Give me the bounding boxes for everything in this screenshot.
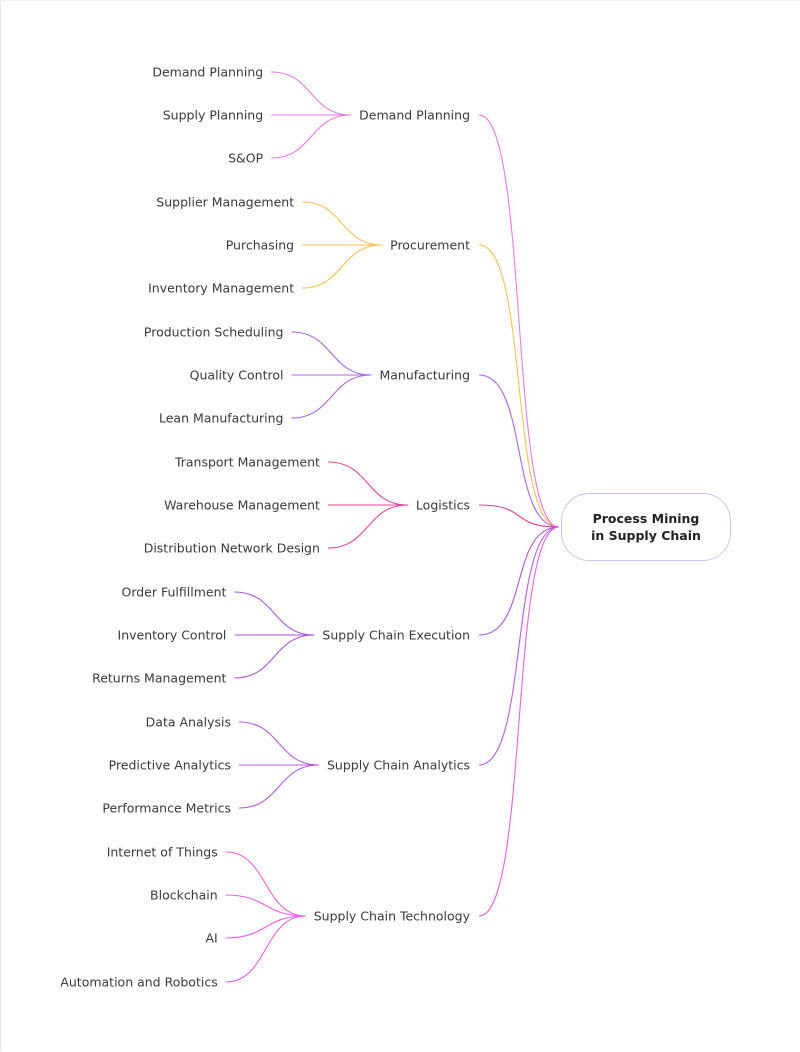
branch-supply-chain-analytics: Supply Chain Analytics Data AnalysisPredi… (102, 526, 560, 816)
child-label-demand-planning[interactable]: Demand Planning (152, 65, 263, 80)
child-label-quality-control[interactable]: Quality Control (190, 368, 284, 383)
child-connector (271, 71, 352, 116)
child-label-automation-and-robotics[interactable]: Automation and Robotics (60, 975, 217, 990)
branch-label[interactable]: Logistics (416, 498, 470, 513)
child-label-blockchain[interactable]: Blockchain (150, 888, 218, 903)
child-label-production-scheduling[interactable]: Production Scheduling (144, 325, 284, 340)
child-label-ai[interactable]: AI (205, 931, 217, 946)
child-label-lean-manufacturing[interactable]: Lean Manufacturing (159, 411, 284, 426)
branch-label[interactable]: Demand Planning (359, 108, 470, 123)
child-connector (327, 461, 408, 506)
child-label-inventory-management[interactable]: Inventory Management (148, 281, 294, 296)
branch-label[interactable]: Manufacturing (379, 368, 470, 383)
branch-connector (478, 244, 560, 528)
branch-connector (478, 504, 560, 528)
child-label-inventory-control[interactable]: Inventory Control (118, 628, 227, 643)
child-label-predictive-analytics[interactable]: Predictive Analytics (109, 758, 231, 773)
child-label-performance-metrics[interactable]: Performance Metrics (102, 801, 231, 816)
child-connector (302, 201, 383, 246)
child-connector (225, 915, 306, 939)
child-label-supply-planning[interactable]: Supply Planning (163, 108, 263, 123)
child-connector (225, 851, 306, 917)
branch-label[interactable]: Supply Chain Technology (314, 909, 471, 924)
branch-label[interactable]: Supply Chain Execution (322, 628, 470, 643)
branch-connector (478, 526, 560, 766)
branch-connector (478, 526, 560, 636)
branch-label[interactable]: Supply Chain Analytics (327, 758, 470, 773)
child-connector (234, 634, 315, 679)
child-connector (225, 915, 306, 983)
child-connector (238, 764, 319, 809)
child-label-supplier-management[interactable]: Supplier Management (156, 195, 294, 210)
child-label-purchasing[interactable]: Purchasing (226, 238, 294, 253)
child-connector (327, 504, 408, 549)
branch-manufacturing: Manufacturing Production SchedulingQualit… (144, 325, 560, 528)
branch-procurement: Procurement Supplier ManagementPurchasing… (148, 195, 560, 528)
child-connector (234, 591, 315, 636)
branch-connector (478, 374, 560, 528)
child-label-transport-management[interactable]: Transport Management (174, 455, 320, 470)
child-label-order-fulfillment[interactable]: Order Fulfillment (121, 585, 226, 600)
child-label-internet-of-things[interactable]: Internet of Things (107, 845, 218, 860)
root-node-label: Process Mining in Supply Chain (591, 511, 701, 543)
branch-supply-chain-technology: Supply Chain Technology Internet of Thing… (60, 526, 560, 990)
child-label-distribution-network-design[interactable]: Distribution Network Design (144, 541, 320, 556)
child-connector (238, 721, 319, 766)
child-connector (302, 244, 383, 289)
branch-supply-chain-execution: Supply Chain Execution Order FulfillmentI… (92, 526, 560, 686)
branch-connector (478, 526, 560, 917)
child-connector (291, 331, 372, 376)
child-connector (225, 894, 306, 917)
root-node[interactable]: Process Mining in Supply Chain (561, 493, 731, 561)
child-connector (291, 374, 372, 419)
child-label-sandop[interactable]: S&OP (228, 151, 264, 166)
branch-connector (478, 114, 560, 528)
branch-label[interactable]: Procurement (390, 238, 470, 253)
child-label-returns-management[interactable]: Returns Management (92, 671, 226, 686)
child-label-warehouse-management[interactable]: Warehouse Management (164, 498, 320, 513)
child-connector (271, 114, 352, 159)
child-label-data-analysis[interactable]: Data Analysis (146, 715, 231, 730)
